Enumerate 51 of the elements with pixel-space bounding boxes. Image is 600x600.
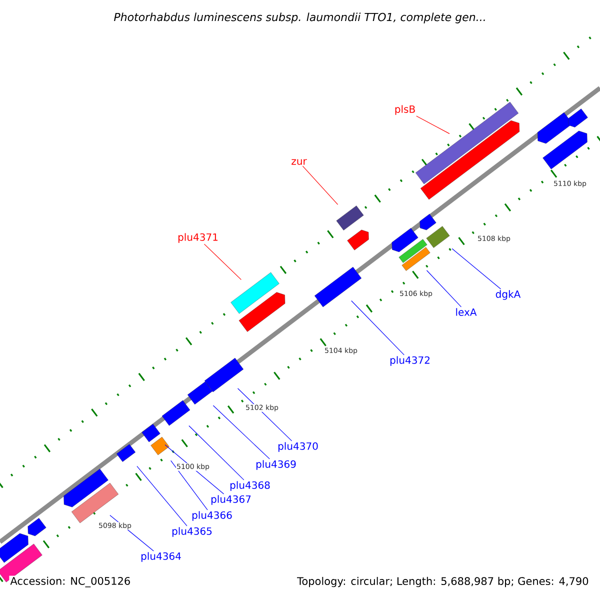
title: Photorhabdus luminescens subsp. laumondii TTO1, complete gen... [114,12,485,24]
leader-line [351,300,404,356]
leader-line [237,388,292,442]
gene-label: plu4368 [230,481,270,491]
gene-label: plu4366 [192,511,232,521]
gene-bar [230,272,280,314]
gene-bar [402,247,430,271]
gene-bar [398,239,428,263]
leader-line [416,116,450,134]
leader-line [452,248,502,290]
gene-bar [162,400,190,426]
gene-glyph [0,533,28,563]
gene-label: lexA [456,308,477,316]
leader-line [212,405,270,460]
gene-glyph [542,130,588,170]
gene-bar [426,226,450,248]
gene-bar [72,482,118,524]
leader-line [426,270,462,308]
gene-label: plu4364 [141,552,181,562]
leader-line [170,460,208,510]
gene-glyph [64,468,108,508]
gene-bar [188,382,212,404]
gene-glyph [347,230,369,250]
gene-glyph [420,120,520,200]
gene-bar [204,358,244,392]
gene-glyph [568,108,588,128]
gene-label: dgkA [496,290,521,300]
gene-label: plu4372 [390,356,430,366]
gene-bar [314,266,362,308]
gene-label: zur [292,159,307,165]
gene-label: plu4370 [278,442,318,452]
gene-glyph [420,214,436,230]
gene-bar [416,102,518,184]
gene-label: plu4367 [211,495,251,505]
gene-label: plsB [395,105,415,115]
gene-glyph [238,292,286,332]
gene-bar [150,436,170,456]
leader-line [204,244,242,280]
leader-line [302,166,338,205]
gene-bar [116,444,136,462]
gene-bar [142,424,160,442]
gene-glyph [392,228,418,252]
footer-text: Accession: NC_005126 [9,576,132,588]
gene-bar [336,206,364,230]
gene-label: plu4371 [178,233,218,243]
leader-line [136,466,188,526]
gene-label: plu4369 [256,460,296,470]
footer-text: Topology: circular; Length: 5,688,987 bp; Genes: 4,790 [297,576,588,588]
gene-glyph [28,518,46,536]
leader-line [188,425,244,480]
gene-label: plu4365 [172,527,212,537]
